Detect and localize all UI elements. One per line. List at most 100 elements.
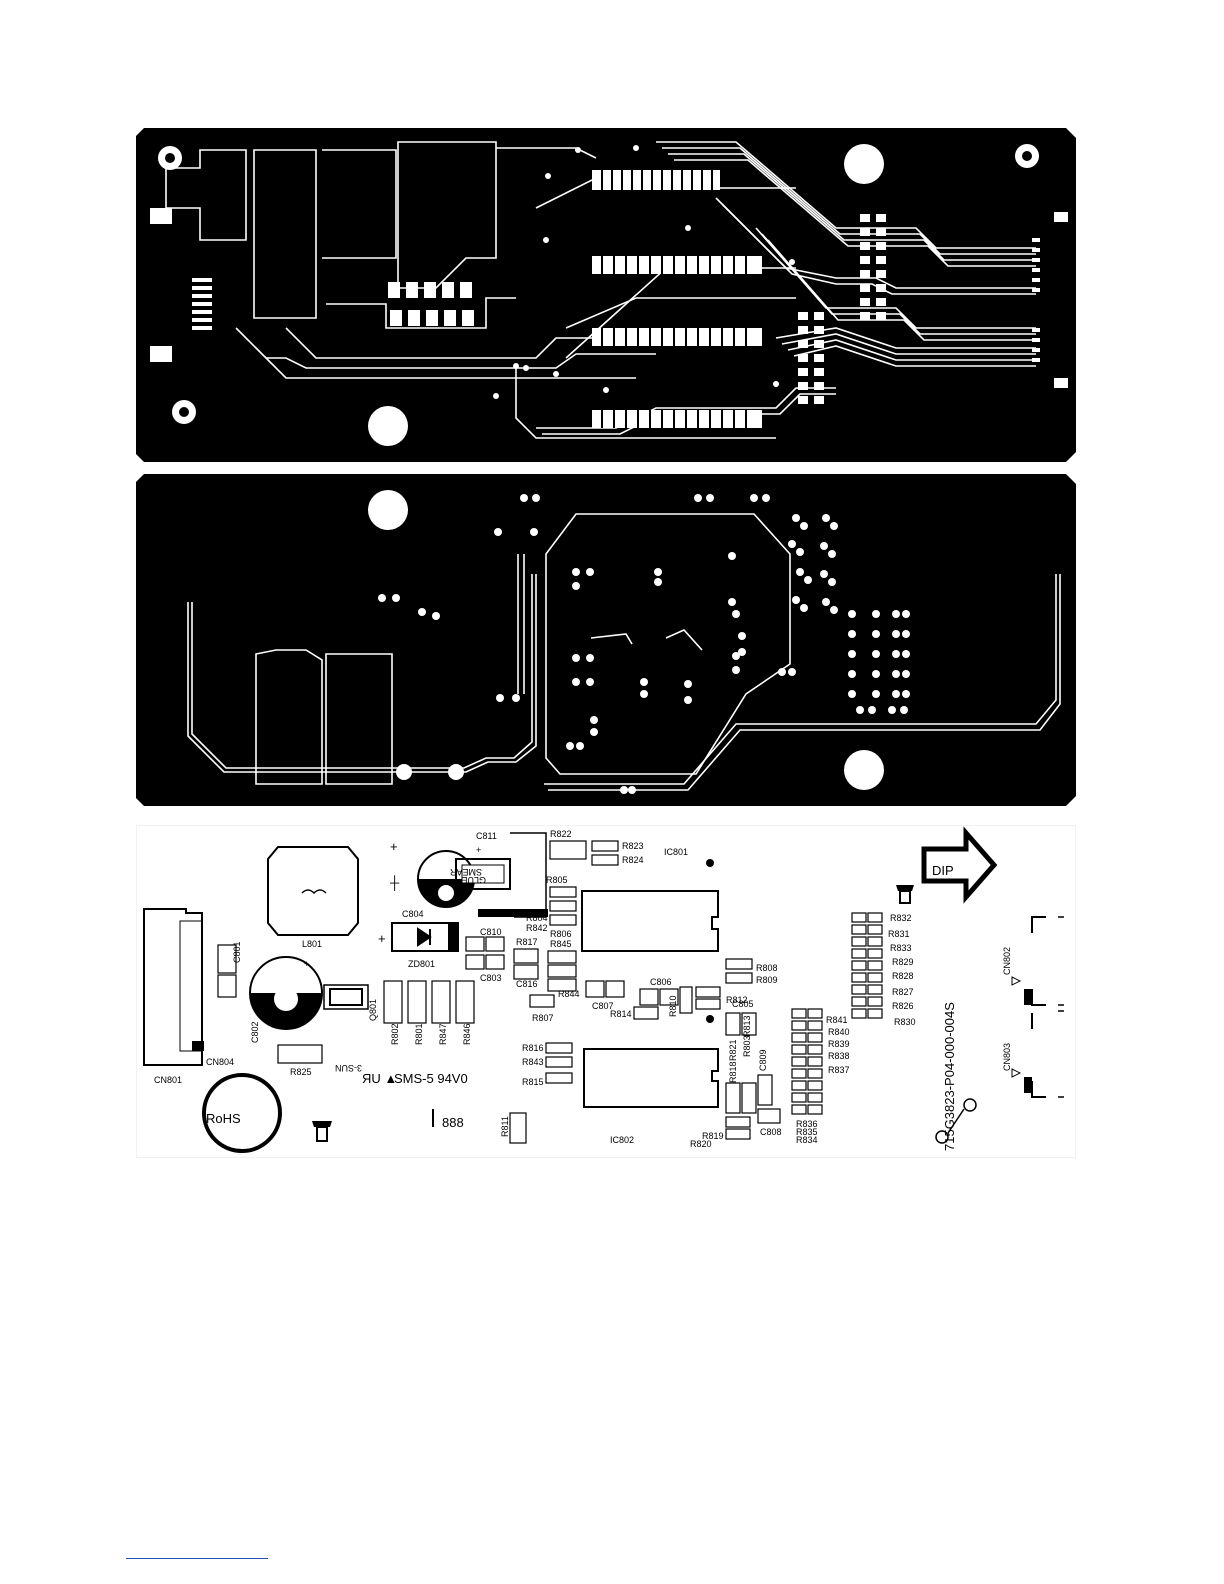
designator: R813: [742, 1015, 752, 1037]
glue-zone: [455, 858, 511, 890]
component-r802: [383, 980, 403, 1024]
component-r845: [547, 964, 577, 978]
designator: R812: [726, 995, 748, 1005]
part-number: 715G3823-P04-000-004S: [942, 1002, 957, 1151]
glue-text: GLUE: [461, 875, 486, 885]
designator: R821: [728, 1039, 738, 1061]
ic-footprint-top-3: [592, 328, 762, 346]
pin1-marker: [1024, 1077, 1032, 1093]
designator: C809: [758, 1049, 768, 1071]
revision-marks: [935, 1098, 977, 1144]
designator: R801: [414, 1023, 424, 1045]
designator: R827: [892, 987, 914, 997]
ic-footprint-top-4: [592, 410, 762, 428]
designator: R802: [390, 1023, 400, 1045]
designator: C804: [402, 909, 424, 919]
designator: R804: [526, 913, 548, 923]
mounting-hole: [1022, 151, 1032, 161]
designator: R826: [892, 1001, 914, 1011]
designator: R822: [550, 829, 572, 839]
glue-bar: [478, 909, 548, 917]
resistor-stack-upper: [851, 912, 883, 1019]
designator: IC802: [610, 1135, 634, 1145]
component-r844: [547, 978, 577, 992]
designator: C808: [760, 1127, 782, 1137]
via-group: [493, 145, 795, 399]
trace-group: [187, 513, 1061, 791]
screw-icon: [896, 885, 914, 904]
designator: R824: [622, 855, 644, 865]
date-code-tick: [432, 1109, 434, 1127]
designator: R831: [888, 929, 910, 939]
designator: R847: [438, 1023, 448, 1045]
bottom-copper-layer: [136, 474, 1076, 806]
designator: CN804: [206, 1057, 234, 1067]
component-r825: [277, 1044, 323, 1064]
component-r824: [591, 854, 619, 866]
designator: R842: [526, 923, 548, 933]
designator: R836: [796, 1119, 818, 1129]
designator: R832: [890, 913, 912, 923]
connector-cn801-inner: [179, 920, 203, 1052]
connector-cn801-outline: [143, 908, 203, 1066]
component-c801: [217, 974, 237, 998]
date-code: 888: [442, 1115, 464, 1130]
component-c801: [217, 944, 237, 974]
ic-footprint-top-2: [592, 256, 762, 274]
designator: R828: [892, 971, 914, 981]
component-r806: [547, 950, 577, 964]
designator: R816: [522, 1043, 544, 1053]
designator: C806: [650, 977, 672, 987]
component-r812: [695, 986, 721, 998]
ic-footprint-top-1: [592, 170, 720, 190]
designator: R843: [522, 1057, 544, 1067]
designator: R818: [728, 1061, 738, 1083]
polarity-mark: ┼: [389, 875, 400, 891]
designator: R809: [756, 975, 778, 985]
designator: R840: [828, 1027, 850, 1037]
top-copper-svg: [136, 128, 1076, 462]
component-c803: [485, 954, 505, 970]
glue-zone-inner: [461, 864, 505, 884]
designator: R834: [796, 1135, 818, 1145]
designator: R805: [546, 875, 568, 885]
component-c816: [513, 964, 539, 980]
designator: R846: [462, 1023, 472, 1045]
designator: R823: [622, 841, 644, 851]
pin1-triangle: [1011, 1068, 1022, 1078]
designator: C802: [250, 1021, 260, 1043]
designator: R837: [828, 1065, 850, 1075]
board-marking: SMS-5 94V0: [394, 1071, 468, 1086]
resistor-stack-lower: [791, 1008, 823, 1115]
designator: IC801: [664, 847, 688, 857]
component-r818: [725, 1082, 741, 1114]
component-r807: [529, 994, 555, 1008]
component-c807: [585, 980, 605, 998]
component-c809: [757, 1074, 773, 1106]
ic801-outline: [581, 890, 719, 952]
inductor-outline: [267, 846, 359, 936]
pin1-marker: [1024, 989, 1032, 1005]
mounting-hole: [179, 407, 189, 417]
screw-icon: [312, 1121, 332, 1142]
designator: R811: [500, 1116, 510, 1137]
component-c805: [725, 1012, 741, 1036]
component-r823: [591, 840, 619, 852]
component-c807: [605, 980, 625, 998]
component-c808: [757, 1108, 781, 1124]
component-c810: [465, 936, 485, 952]
component-r817: [513, 948, 539, 964]
designator: R830: [894, 1017, 916, 1027]
smd-pad-row: [388, 282, 474, 326]
designator: R819: [702, 1131, 724, 1141]
designator: R807: [532, 1013, 554, 1023]
component-c806: [659, 988, 679, 1006]
pin1-dot: [706, 1015, 714, 1023]
component-r820: [725, 1128, 751, 1140]
connector-edge-ticks: [1058, 916, 1064, 1098]
resistor-pad-array-lower: [798, 312, 824, 404]
designator: R839: [828, 1039, 850, 1049]
component-r822: [549, 840, 587, 860]
edge-connector-right: [1032, 212, 1068, 388]
diode-symbol: [417, 927, 432, 947]
